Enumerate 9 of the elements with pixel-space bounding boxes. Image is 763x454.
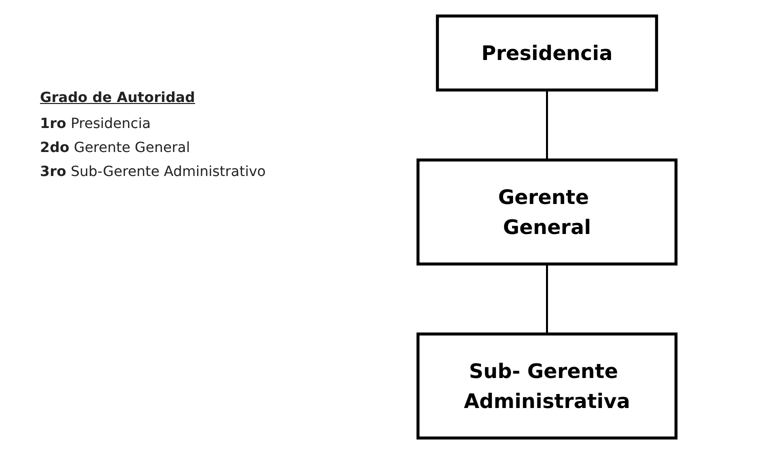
node-box: Presidencia bbox=[435, 14, 658, 92]
rank-text: 1ro Presidencia bbox=[40, 116, 152, 132]
connector bbox=[546, 90, 548, 160]
node-box: Gerente General bbox=[416, 158, 677, 266]
connector bbox=[546, 264, 548, 334]
rank-text: 2do Gerente General bbox=[40, 140, 191, 156]
legend-heading: Grado de Autoridad bbox=[40, 90, 196, 106]
node-box: Sub- Gerente Administrativa bbox=[416, 332, 677, 440]
rank-text: 3ro Sub-Gerente Administrativo bbox=[40, 164, 267, 180]
